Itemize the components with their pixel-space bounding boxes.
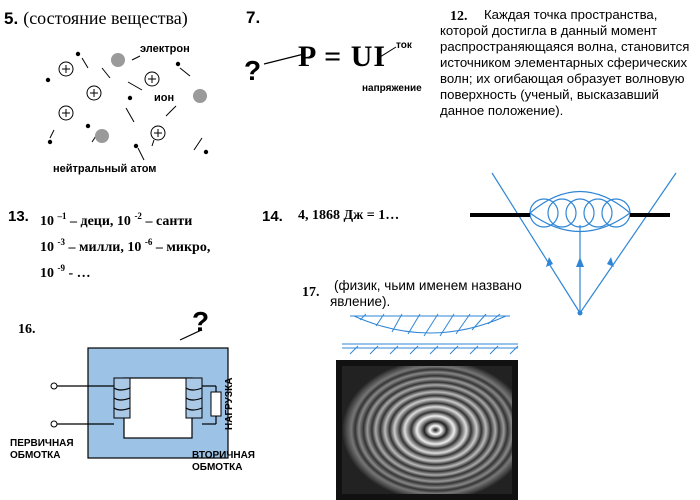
ion-2 [144,71,160,87]
question-13-line-3: 10 -9 - … [40,263,91,281]
transformer-diagram [50,330,229,459]
formula-pui: P = UI [298,40,387,73]
newton-rings-setup [342,313,519,355]
ion-3 [86,85,102,101]
question-14-text: 4, 1868 Дж = 1… [298,208,400,223]
ion-5 [150,125,166,141]
question-12-number: 12. [450,9,468,24]
neutral-atom-2 [193,89,207,103]
question-16-number: 16. [18,322,36,337]
ion-1 [58,61,74,77]
label-current: ток [396,40,412,51]
question-13-line-1: 10 –1 – деци, 10 -2 – санти [40,211,193,229]
label-load: нагрузка [224,377,235,430]
ion-4 [58,105,74,121]
question-5-heading: 5. (состояние вещества) [4,8,188,29]
label-voltage: напряжение [362,83,422,94]
question-5-number: 5. [4,9,19,28]
interference-rings [342,366,512,494]
question-13-text: 10 –1 – деци, 10 -2 – санти 10 -3 – милл… [40,206,210,284]
formula-pointers [379,46,397,58]
neutral-atom-3 [95,129,109,143]
huygens-diagram [470,172,677,316]
label-ion: ион [154,92,175,104]
label-secondary-winding: вторичнаяобмотка [192,450,255,473]
question-7-question-mark: ? [244,55,262,86]
question-7-arrow [263,53,305,65]
neutral-atom-1 [111,53,125,67]
label-primary-winding: первичнаяобмотка [10,438,74,461]
question-13-number: 13. [8,208,29,225]
question-7-number: 7. [246,8,261,27]
question-5-text: (состояние вещества) [23,8,188,28]
question-17-number: 17. [302,285,320,300]
label-neutral-atom: нейтральный атом [53,163,157,175]
plasma-diagram [45,51,209,161]
newton-rings-photo [336,360,518,500]
question-14-number: 14. [262,208,283,225]
question-12-text: Каждая точка пространства, которой дости… [440,7,690,118]
label-electron: электрон [140,43,190,55]
question-16-question-mark: ? [192,306,210,337]
question-17-text: (физик, чьим именем названо явление). [330,278,522,309]
question-13-line-2: 10 -3 – милли, 10 -6 – микро, [40,237,211,255]
